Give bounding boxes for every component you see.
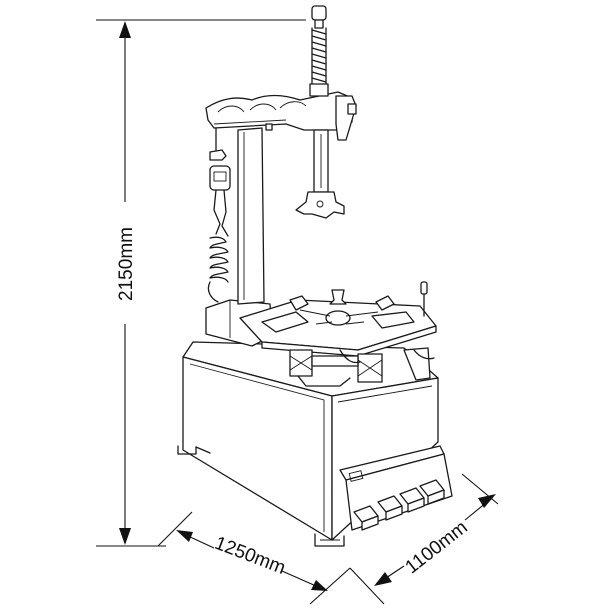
width-line-left [385,565,405,579]
hub-cone [329,289,347,305]
turntable-edge [261,325,437,357]
clamp-jaw-back-right [375,295,395,311]
clamp-jaw-left [261,311,309,333]
vertical-shaft [295,5,345,219]
pedal-4 [419,479,445,505]
arrow-down-left-icon [374,572,392,586]
column-front [237,127,265,305]
height-dimension: 2150mm [96,19,306,547]
pedal-3 [399,487,425,513]
shaft-spring [311,29,327,83]
arrow-right-icon [311,580,328,591]
clamp-jaw-right [371,311,415,329]
cabinet-panel-inset [189,363,325,532]
clamp-cylinders [289,347,435,387]
arrow-up-right-icon [478,494,496,508]
mid-extension-line [309,567,351,605]
pedal-2 [377,495,403,521]
cylinder-rod [311,355,359,367]
lever-knob [420,281,428,295]
cabinet-edge [337,385,433,403]
horizontal-arm [205,91,357,141]
turntable-hub [325,310,351,326]
turntable [239,281,437,357]
right-extension-line [461,473,499,505]
clamp-jaw-back-left [289,295,309,311]
arrow-left-icon [176,530,193,542]
arm-body [205,91,353,131]
bead-breaker-arm [403,347,431,381]
width-label: 1100mm [402,517,472,578]
pedal-box [339,445,453,531]
left-extension-line [157,511,193,547]
depth-label: 1250mm [212,533,289,579]
arrow-up-icon [119,21,131,38]
depth-line-right [281,570,317,587]
tire-changer-machine [177,5,453,547]
depth-line-left [187,535,215,549]
height-label: 2150mm [116,227,137,301]
shaft-top-knob [311,5,327,21]
pedal-1 [353,505,379,531]
coiled-hose [209,236,229,283]
arm-head [335,95,357,141]
air-gauge-hose [207,127,231,303]
foot-front [314,533,345,547]
air-gauge [209,165,231,191]
foot-left [177,445,197,455]
arrow-down-icon [119,528,131,545]
mount-demount-head [295,191,345,219]
vertical-column [237,127,265,305]
mid-extension-line-2 [349,567,385,605]
height-label-gap [112,202,138,324]
